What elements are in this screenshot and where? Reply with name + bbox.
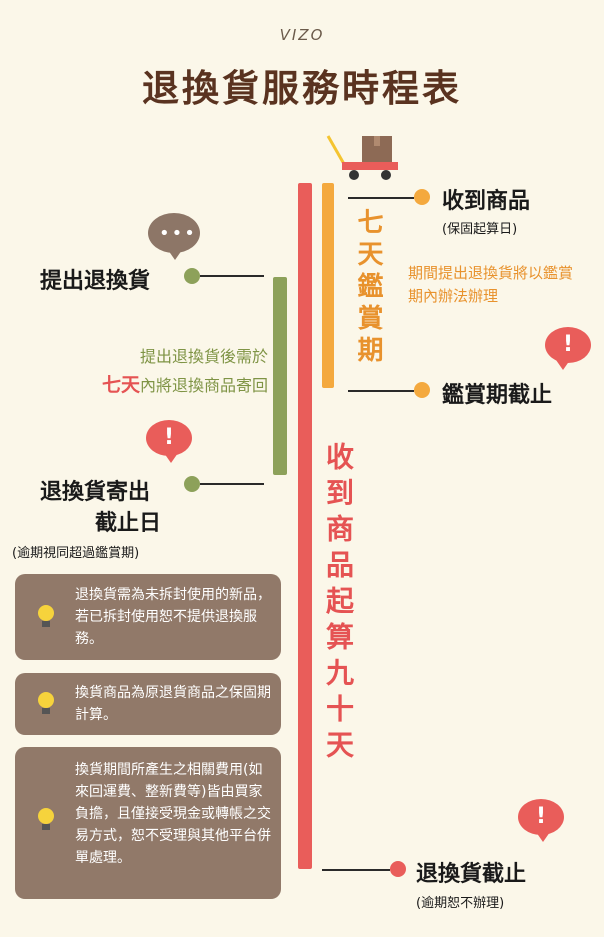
alert-icon: ! (146, 420, 192, 456)
appreciation-end-connector (348, 390, 414, 392)
ship-deadline-dot (184, 476, 200, 492)
policy-card-3: 換貨期間所產生之相關費用(如來回運費、整新費等)皆由買家負擔，且僅接受現金或轉帳… (15, 747, 281, 899)
receive-dot (414, 189, 430, 205)
policy-card-1: 退換貨需為未拆封使用的新品，若已拆封使用恕不提供退換服務。 (15, 574, 281, 660)
brand-logo: VIZO (279, 26, 325, 44)
receive-sub: (保固起算日) (442, 222, 518, 237)
speech-bubble-icon: ••• (148, 213, 200, 253)
alert-icon: ! (545, 327, 591, 363)
ship-deadline-connector (200, 483, 264, 485)
ship-deadline-sub: (逾期視同超過鑑賞期) (12, 546, 140, 561)
cart-icon (326, 135, 398, 180)
return-request-title: 提出退換貨 (40, 269, 151, 294)
receive-title: 收到商品 (442, 189, 531, 214)
shipping-note-line1: 提出退換貨後需於 (139, 347, 268, 366)
alert-tail (556, 360, 570, 370)
policy-card-text: 換貨期間所產生之相關費用(如來回運費、整新費等)皆由買家負擔，且僅接受現金或轉帳… (75, 762, 271, 866)
return-request-connector (200, 275, 264, 277)
return-end-connector (322, 869, 390, 871)
appreciation-end-title: 鑑賞期截止 (442, 383, 553, 408)
policy-card-text: 換貨商品為原退貨商品之保固期計算。 (75, 685, 271, 723)
ship-deadline-title-line2: 截止日 (95, 511, 162, 536)
return-end-title: 退換貨截止 (416, 862, 527, 887)
ship-deadline-title-line1: 退換貨寄出 (40, 480, 151, 505)
alert-icon: ! (518, 799, 564, 835)
receive-connector (348, 197, 414, 199)
shipping-note: 提出退換貨後需於 七天內將退換商品寄回 (38, 343, 268, 400)
appreciation-period-label: 七天鑑賞期 (353, 208, 383, 368)
alert-tail (536, 832, 550, 842)
appreciation-period-bar (322, 183, 334, 388)
appreciation-end-dot (414, 382, 430, 398)
page-title: 退換貨服務時程表 (142, 67, 462, 110)
lightbulb-icon (38, 605, 54, 627)
ninety-day-label: 收到商品起算九十天 (322, 442, 355, 766)
appreciation-note: 期間提出退換貨將以鑑賞期內辦法辦理 (408, 264, 574, 305)
return-end-sub: (逾期恕不辦理) (416, 896, 505, 911)
lightbulb-icon (38, 692, 54, 714)
lightbulb-icon (38, 808, 54, 830)
ninety-day-bar (298, 183, 312, 869)
speech-dots: ••• (159, 223, 197, 244)
return-shipping-bar (273, 277, 287, 475)
shipping-note-line2: 內將退換商品寄回 (139, 376, 268, 395)
alert-tail (164, 453, 178, 463)
speech-tail (168, 250, 182, 260)
policy-card-2: 換貨商品為原退貨商品之保固期計算。 (15, 673, 281, 735)
shipping-note-highlight: 七天 (101, 374, 140, 396)
policy-card-text: 退換貨需為未拆封使用的新品，若已拆封使用恕不提供退換服務。 (75, 587, 271, 647)
return-end-dot (390, 861, 406, 877)
return-request-dot (184, 268, 200, 284)
